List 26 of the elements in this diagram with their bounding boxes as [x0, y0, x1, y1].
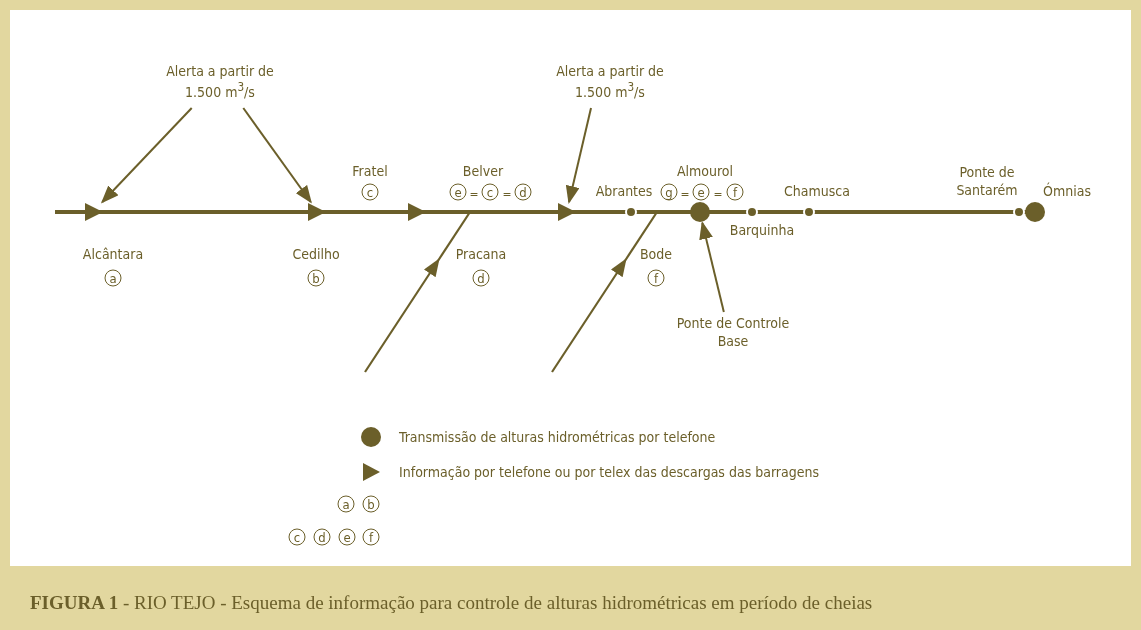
place-label: Bode	[639, 246, 673, 264]
figure-caption: FIGURA 1 - RIO TEJO - Esquema de informação para controle de alturas hidrométricas em período de cheias	[30, 592, 873, 614]
place-label: Ponte de Santarém	[955, 163, 1019, 199]
place-label: Barquinha	[729, 222, 795, 240]
arrow	[100, 107, 193, 204]
arrow	[565, 107, 592, 204]
place-label: Fratel	[352, 163, 388, 181]
place-label: Abrantes	[595, 183, 653, 201]
place-label: Cedilho	[292, 246, 340, 264]
place-label: Almourol	[676, 163, 734, 181]
callout-text: Ponte de Controle Base	[675, 314, 791, 351]
place-label: Belver	[462, 163, 504, 181]
equals-sign: =	[713, 186, 723, 202]
legend-text: Informação por telefone ou por telex das descargas das barragens	[399, 464, 820, 480]
arrow	[699, 221, 725, 313]
equals-sign: =	[680, 186, 690, 202]
arrow	[242, 107, 312, 204]
equals-sign: =	[469, 186, 479, 202]
callout-text: Alerta a partir de 1.500 m$^{3}$/s	[555, 62, 665, 102]
place-label: Ómnias	[1043, 183, 1091, 201]
callout-text: Alerta a partir de 1.500 m$^{3}$/s	[165, 62, 275, 102]
equals-sign: =	[502, 186, 512, 202]
legend-text: Transmissão de alturas hidrométricas por telefone	[399, 429, 716, 445]
place-label: Chamusca	[784, 183, 850, 201]
place-label: Pracana	[455, 246, 507, 264]
place-label: Alcântara	[82, 246, 144, 264]
